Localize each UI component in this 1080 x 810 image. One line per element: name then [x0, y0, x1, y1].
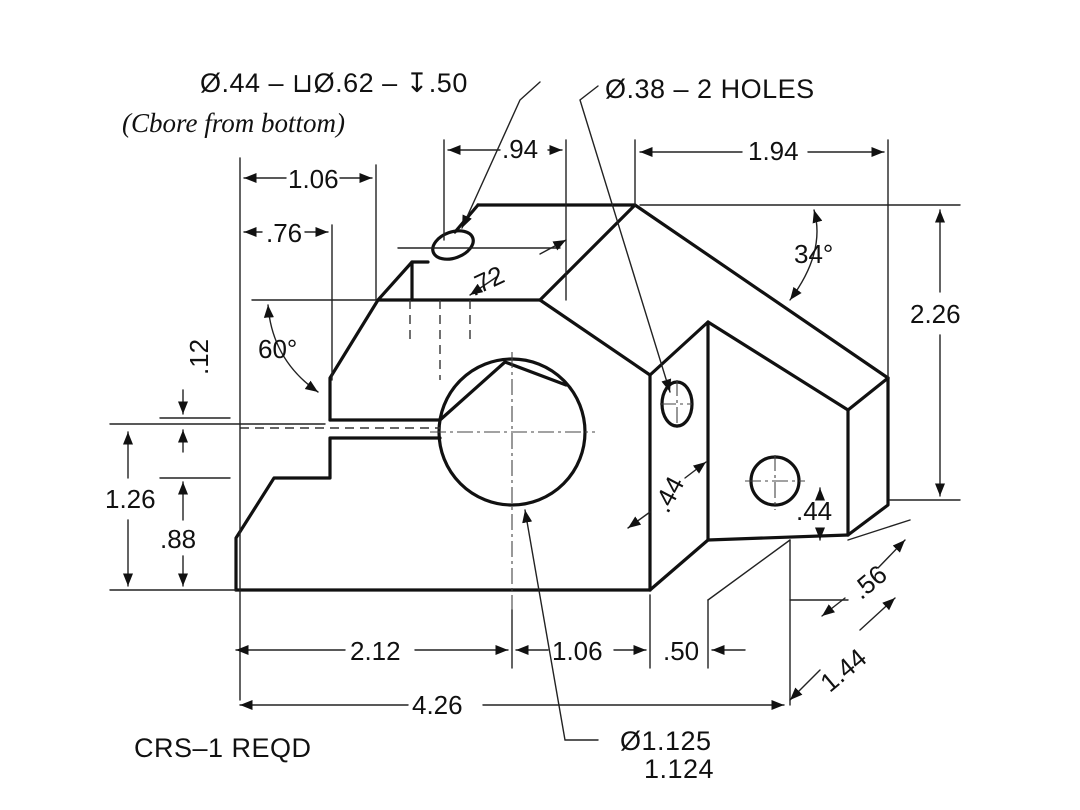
- dim-106-bottom: 1.06: [552, 636, 603, 666]
- small-holes: [660, 380, 805, 510]
- dim-60-deg: 60°: [258, 334, 297, 364]
- dim-088: .88: [160, 524, 196, 554]
- dim-144: 1.44: [814, 642, 872, 698]
- main-bore: [430, 352, 595, 610]
- bore-callout-upper: Ø1.125: [620, 726, 712, 756]
- dim-094: .94: [502, 134, 538, 164]
- dim-050: .50: [663, 636, 699, 666]
- counterbore-hole: [397, 229, 561, 380]
- dim-012: .12: [184, 339, 214, 375]
- dim-044-left: .44: [647, 471, 690, 517]
- dim-126: 1.26: [105, 484, 156, 514]
- counterbore-callout: Ø.44 – ⊔Ø.62 – ↧.50: [200, 68, 468, 98]
- dim-044-right: .44: [796, 496, 832, 526]
- dim-106-top: 1.06: [288, 164, 339, 194]
- dim-226: 2.26: [910, 299, 961, 329]
- holes-callout: Ø.38 – 2 HOLES: [605, 74, 815, 104]
- dim-076: .76: [266, 218, 302, 248]
- dim-426: 4.26: [412, 690, 463, 720]
- dim-34-deg: 34°: [794, 239, 833, 269]
- part-outline: [234, 203, 890, 592]
- dimension-text: .94 1.94 1.06 .76 .72 34° 2.26 60° .12 1…: [105, 134, 961, 720]
- dim-194: 1.94: [748, 136, 799, 166]
- dimension-lines: [109, 81, 961, 741]
- material-note: CRS–1 REQD: [134, 733, 312, 763]
- dim-212: 2.12: [350, 636, 401, 666]
- dim-056: .56: [846, 559, 893, 605]
- callout-text: Ø.44 – ⊔Ø.62 – ↧.50 (Cbore from bottom) …: [122, 68, 815, 784]
- bore-callout-lower: 1.124: [644, 754, 714, 784]
- counterbore-note: (Cbore from bottom): [122, 108, 345, 138]
